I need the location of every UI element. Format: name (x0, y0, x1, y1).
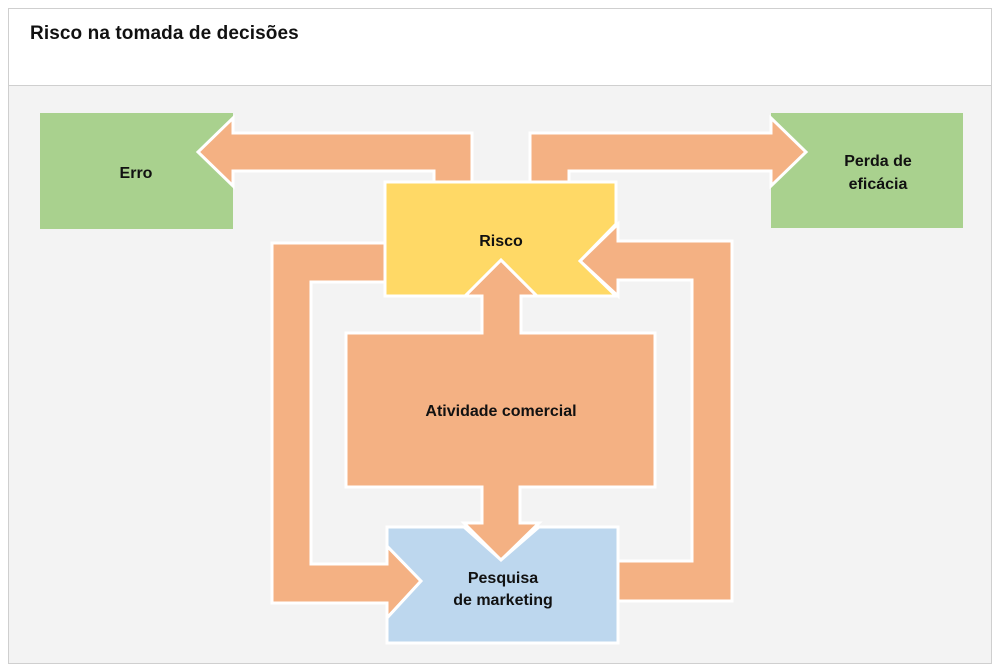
node-risco (383, 180, 620, 298)
header: Risco na tomada de decisões (9, 9, 991, 86)
label-perda-line2: eficácia (849, 176, 908, 193)
label-perda-line1: Perda de (844, 153, 912, 170)
page-title: Risco na tomada de decisões (30, 23, 299, 44)
label-atividade: Atividade comercial (425, 403, 576, 420)
label-pesquisa-line2: de marketing (453, 592, 553, 609)
label-erro: Erro (120, 165, 153, 182)
node-pesquisa-marketing (385, 525, 620, 645)
node-erro-box (40, 113, 233, 229)
label-pesquisa-line1: Pesquisa (468, 570, 538, 587)
node-perda-eficacia (771, 113, 963, 228)
label-risco: Risco (479, 233, 523, 250)
arrow-risco-to-erro (195, 114, 474, 190)
arrow-risco-to-perda (528, 114, 809, 190)
